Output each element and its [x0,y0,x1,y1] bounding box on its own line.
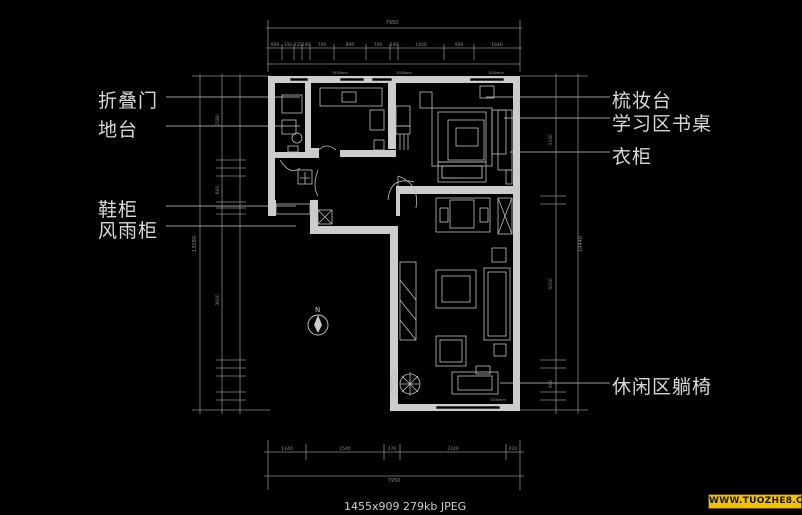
dim-bottom-total: 7950 [388,478,401,484]
svg-text:2540: 2540 [339,446,351,452]
top-dimension-chain [266,20,522,72]
dim-left-middle: 600 [215,186,221,195]
label-floor-platform: 地台 [98,119,139,141]
svg-text:2240: 2240 [447,446,459,452]
dim-top-total: 7950 [386,20,399,26]
label-lounge-chair: 休闲区躺椅 [612,376,713,398]
rug-pattern [441,165,483,179]
svg-text:1000mm: 1000mm [490,398,506,402]
label-shoe-cabinet: 鞋柜 [98,199,139,221]
north-compass-icon [307,314,329,336]
svg-text:900: 900 [271,42,280,48]
svg-text:800: 800 [346,42,355,48]
walls [268,76,520,411]
dim-right-middle: 5000 [548,278,554,290]
label-dressing-table: 梳妆台 [612,90,673,112]
doors [279,145,417,395]
svg-text:1000mm: 1000mm [488,71,504,75]
svg-text:350: 350 [284,42,293,48]
dim-right-lower: 900 [548,380,554,389]
bottom-dimension-chain [264,440,524,490]
dim-right-total: 10440 [578,236,584,252]
window-labels: 1500mm 1000mm 1000mm 1000mm [332,71,506,402]
svg-text:1400: 1400 [415,42,427,48]
furniture [275,85,513,396]
image-caption: 1455x909 279kb JPEG [344,500,467,513]
svg-text:1240: 1240 [281,446,293,452]
svg-text:240: 240 [390,42,399,48]
svg-text:700: 700 [318,42,327,48]
right-dimension-chain [520,74,588,414]
svg-text:700: 700 [374,42,383,48]
svg-text:470: 470 [388,446,397,452]
dim-top-segments: 900 350 235 240 700 800 700 240 1400 900… [271,42,503,48]
label-study-desk: 学习区书桌 [612,113,713,135]
dim-left-upper: 2580 [215,114,221,126]
svg-text:1500mm: 1500mm [332,71,348,75]
svg-text:1640: 1640 [491,42,503,48]
label-folding-door: 折叠门 [98,90,159,112]
dim-left-lower: 3600 [215,294,221,306]
compass-north-label: N [315,306,320,314]
dim-bottom-segments: 1240 2540 470 2240 420 [281,446,517,452]
left-dimension-chain [192,74,270,414]
svg-text:240: 240 [302,42,311,48]
wall-windows [289,77,505,410]
dim-right-upper: 3330 [548,134,554,146]
label-wardrobe: 衣柜 [612,146,653,168]
svg-text:420: 420 [509,446,518,452]
svg-text:235: 235 [294,42,303,48]
watermark-badge: WWW.TUOZHE8.COM [708,494,802,509]
svg-text:900: 900 [455,42,464,48]
svg-text:1000mm: 1000mm [396,71,412,75]
dim-left-total: 13280 [192,236,198,252]
label-wind-rain-cabinet: 风雨柜 [98,220,159,242]
